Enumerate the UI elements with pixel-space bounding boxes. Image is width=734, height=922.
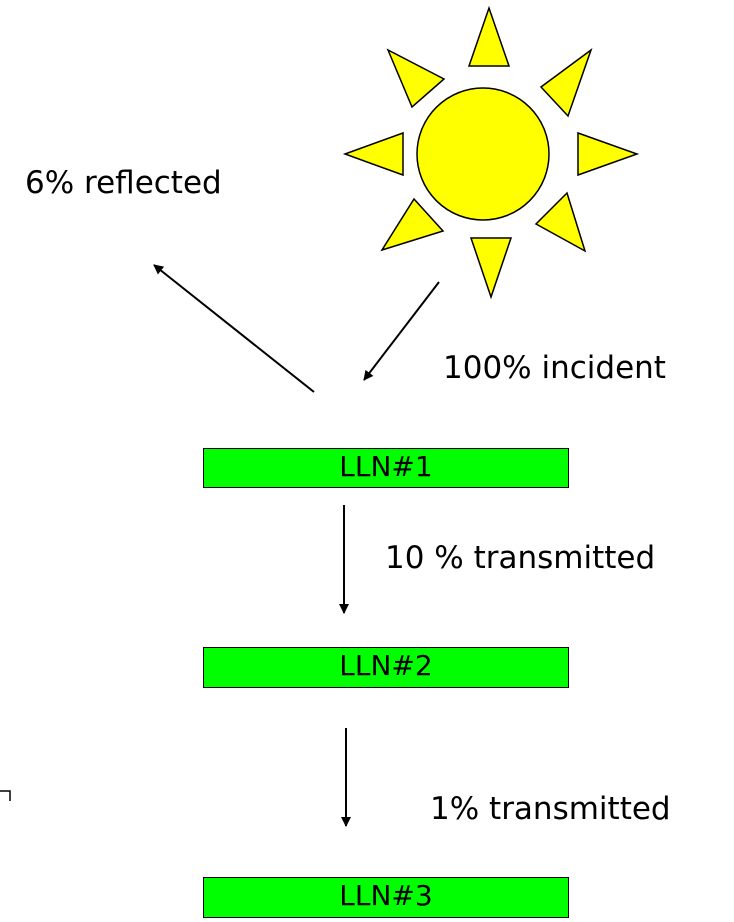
reflected-label: 6% reflected: [25, 165, 222, 201]
sun-ray-right: [577, 131, 640, 177]
transmitted-label-2: 1% transmitted: [430, 791, 671, 827]
sun-ray-bottom: [469, 237, 513, 300]
layer-label-3: LLN#3: [339, 879, 433, 912]
sun-icon: [342, 5, 640, 300]
layer-box-3: LLN#3: [203, 877, 569, 918]
sun-ray-left: [342, 131, 404, 177]
incident-label: 100% incident: [443, 350, 666, 386]
layer-label-2: LLN#2: [339, 649, 433, 682]
incident-arrow: [363, 281, 440, 381]
layer-label-1: LLN#1: [339, 450, 433, 483]
reflected-arrow: [153, 264, 315, 393]
transmitted-label-1: 10 % transmitted: [385, 540, 656, 576]
sun-disc: [416, 87, 550, 221]
sun-ray-bottom-right: [534, 191, 587, 253]
sun-ray-bottom-left: [380, 197, 445, 252]
sun-ray-top: [467, 5, 511, 67]
layer-box-2: LLN#2: [203, 647, 569, 688]
sun-ray-top-right: [539, 47, 593, 118]
layer-box-1: LLN#1: [203, 448, 569, 488]
corner-mark: [0, 790, 11, 801]
sun-ray-top-left: [386, 48, 446, 109]
